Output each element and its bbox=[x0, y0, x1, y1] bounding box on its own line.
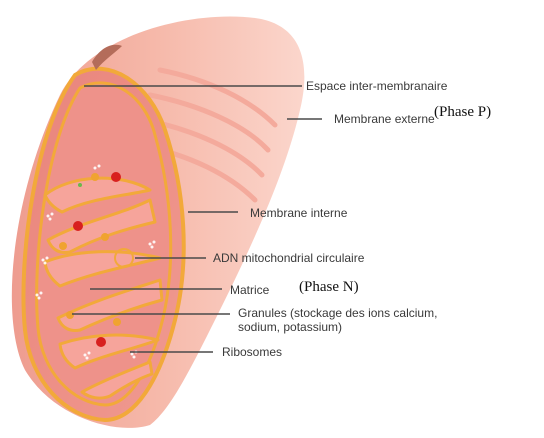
granule-green bbox=[78, 183, 82, 187]
granule-red bbox=[73, 221, 83, 231]
granule-orange bbox=[59, 242, 67, 250]
granule-orange bbox=[66, 311, 74, 319]
granule-orange bbox=[113, 318, 121, 326]
label-granules: Granules (stockage des ions calcium, sod… bbox=[238, 306, 437, 334]
label-membrane-interne: Membrane interne bbox=[250, 206, 347, 220]
granule-orange bbox=[101, 233, 109, 241]
granule-red bbox=[96, 337, 106, 347]
label-adn-mitochondrial: ADN mitochondrial circulaire bbox=[213, 251, 364, 265]
label-matrice: Matrice bbox=[230, 283, 269, 297]
label-phase-n: (Phase N) bbox=[299, 279, 359, 296]
label-phase-p: (Phase P) bbox=[434, 104, 491, 121]
granule-red bbox=[111, 172, 121, 182]
label-ribosomes: Ribosomes bbox=[222, 345, 282, 359]
granule-orange bbox=[91, 173, 99, 181]
label-espace-inter-membranaire: Espace inter-membranaire bbox=[306, 79, 447, 93]
label-membrane-externe: Membrane externe bbox=[334, 112, 435, 126]
